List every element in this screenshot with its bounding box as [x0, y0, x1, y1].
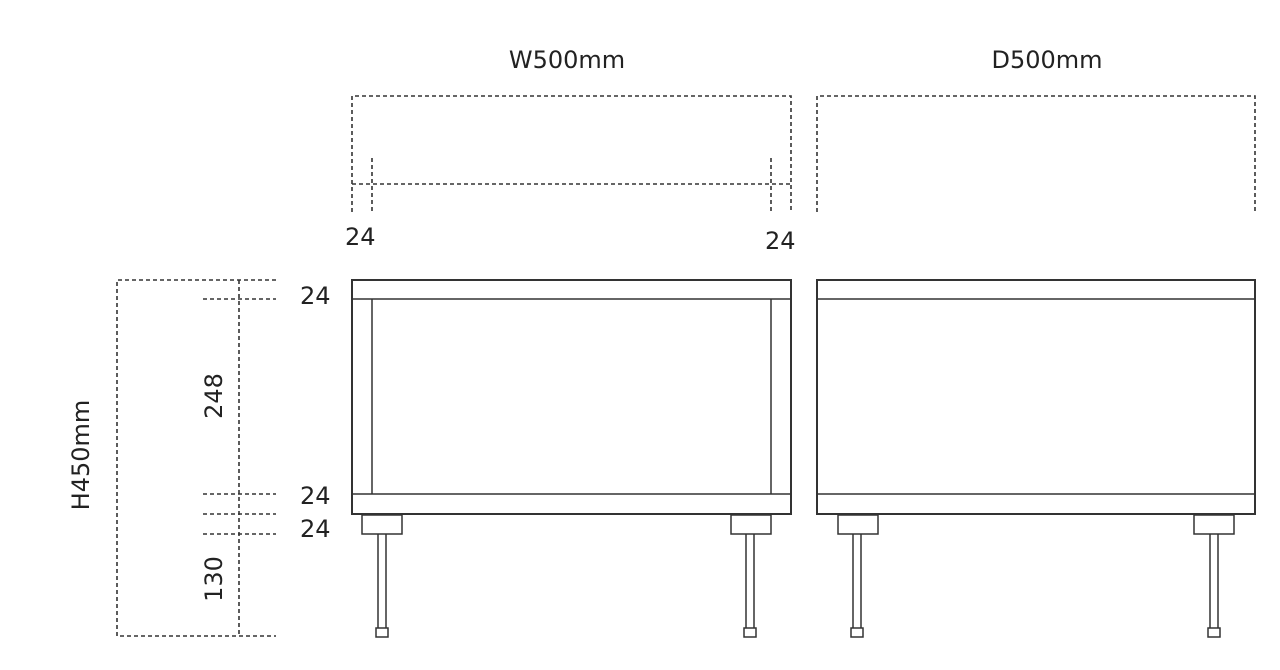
side-view-legs [837, 514, 1235, 638]
height-dimension-bracket [116, 279, 276, 637]
front-view-legs [361, 514, 772, 638]
width-dimension-bracket [351, 95, 792, 212]
front-view-cabinet [351, 279, 792, 515]
height-label: H450mm [67, 400, 95, 511]
width-label: W500mm [509, 46, 625, 74]
leg-height-label: 130 [200, 556, 228, 602]
side-view-cabinet [816, 279, 1256, 515]
bottom-board-label: 24 [300, 482, 331, 510]
width-left-board-label: 24 [345, 223, 376, 251]
top-board-label: 24 [300, 282, 331, 310]
depth-label: D500mm [991, 46, 1102, 74]
depth-dimension-bracket [816, 95, 1256, 212]
inner-height-label: 248 [200, 373, 228, 419]
width-right-board-label: 24 [765, 227, 796, 255]
base-board-label: 24 [300, 515, 331, 543]
